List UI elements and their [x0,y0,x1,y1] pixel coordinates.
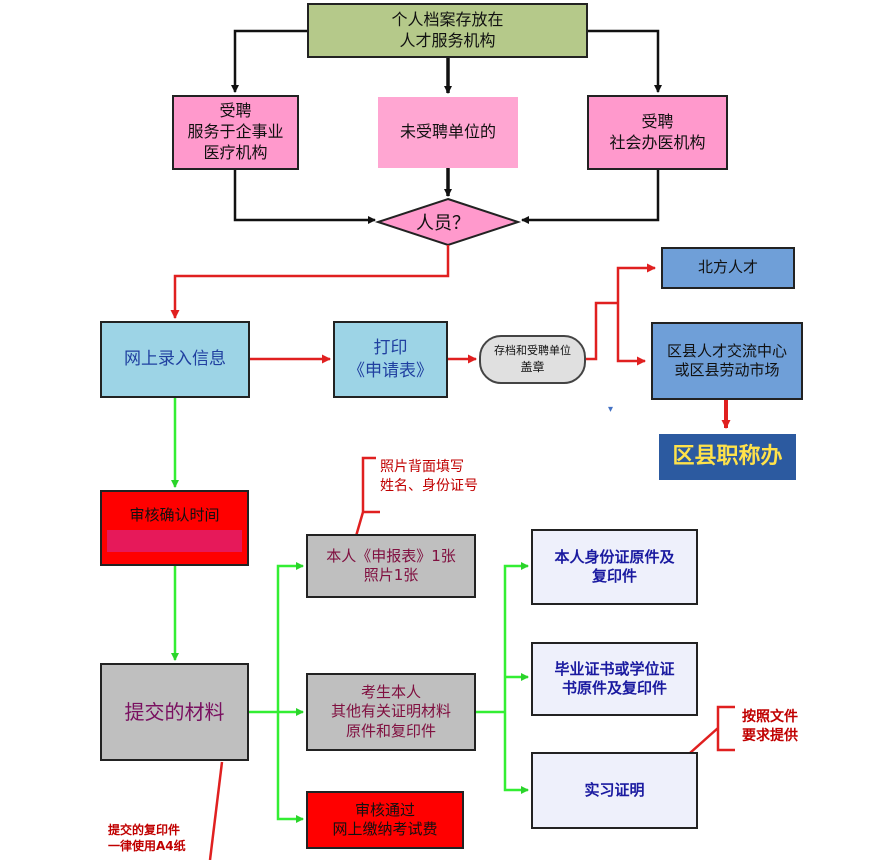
online-entry-node: 网上录入信息 [100,321,250,398]
other-docs-node: 考生本人 其他有关证明材料 原件和复印件 [306,673,476,751]
note-per-document-line-2: 要求提供 [742,727,798,744]
review-time-band [107,530,242,552]
note-a4-paper-line-2: 一律使用A4纸 [108,839,186,854]
hired-social-node: 受聘 社会办医机构 [587,95,728,170]
unhired-label: 未受聘单位的 [399,122,496,142]
id-card-line-1: 本人身份证原件及 [554,547,675,566]
online-entry-label: 网上录入信息 [124,349,226,370]
id-card-line-2: 复印件 [591,567,637,585]
title-office-label: 区县职称办 [672,443,783,469]
diploma-line-2: 书原件及复印件 [561,679,667,697]
form-photo-line-1: 本人《申报表》1张 [326,546,456,565]
note-per-document: 按照文件 要求提供 [742,708,798,746]
other-docs-line-1: 考生本人 [360,682,421,701]
form-photo-node: 本人《申报表》1张 照片1张 [306,534,476,598]
district-center-node: 区县人才交流中心 或区县劳动市场 [651,322,803,400]
hired-social-line-1: 受聘 [641,111,674,131]
edge-hired-enterprise-to-personnel [233,170,376,224]
review-pay-line-2: 网上缴纳考试费 [332,820,438,838]
dropdown-marker-icon: ▾ [608,404,614,415]
submit-materials-label: 提交的材料 [124,700,225,724]
note-photo-back-line-2: 姓名、身份证号 [380,477,478,494]
edge-archive-to-hired-enterprise [231,29,307,93]
form-photo-line-2: 照片1张 [363,566,419,584]
stamp-node: 存档和受聘单位 盖章 [479,335,586,384]
edge-branch-to-district-center [616,303,646,366]
note-per-document-line-1: 按照文件 [742,709,798,725]
edge-other-docs-to-internship [503,712,529,794]
review-pay-line-1: 审核通过 [354,800,415,819]
note-a4-paper-line-1: 提交的复印件 [108,823,181,837]
print-form-line-1: 打印 [373,338,408,359]
note-line-a4 [208,761,224,860]
other-docs-line-3: 原件和复印件 [345,721,436,740]
district-center-line-1: 区县人才交流中心 [666,341,787,360]
hired-enterprise-node: 受聘 服务于企事业 医疗机构 [172,95,299,170]
internship-label: 实习证明 [584,780,645,799]
unhired-node: 未受聘单位的 [378,97,518,168]
edge-hired-social-to-personnel [521,170,660,224]
other-docs-line-2: 其他有关证明材料 [330,702,451,721]
note-photo-back-line-1: 照片背面填写 [380,459,464,475]
edge-submit-to-review-pay [276,712,304,823]
print-form-line-2: 《申请表》 [348,360,433,381]
hired-enterprise-line-3: 医疗机构 [203,142,268,162]
hired-enterprise-line-2: 服务于企事业 [187,122,284,142]
hired-enterprise-line-1: 受聘 [219,101,252,121]
note-a4-paper: 提交的复印件 一律使用A4纸 [108,822,186,854]
archive-node: 个人档案存放在 人才服务机构 [307,3,588,58]
edge-branch-to-north-talent [616,263,656,303]
edge-personnel-to-online-entry [170,245,450,319]
print-form-node: 打印 《申请表》 [333,321,448,398]
personnel-label: 人员？ [416,213,470,234]
edge-submit-to-form [276,562,304,712]
internship-node: 实习证明 [531,752,698,829]
stamp-line-2: 盖章 [520,359,545,374]
id-card-node: 本人身份证原件及 复印件 [531,529,698,605]
title-office-node: 区县职称办 [659,434,796,480]
stamp-line-1: 存档和受聘单位 [494,343,571,357]
edge-stamp-branch [586,301,618,361]
archive-line-2: 人才服务机构 [399,30,496,50]
north-talent-label: 北方人才 [697,258,758,277]
diploma-line-1: 毕业证书或学位证 [554,659,675,678]
submit-materials-node: 提交的材料 [100,663,249,761]
edge-archive-to-hired-social [588,29,662,93]
review-time-node: 审核确认时间 [100,490,249,566]
archive-line-1: 个人档案存放在 [391,9,504,29]
diploma-node: 毕业证书或学位证 书原件及复印件 [531,642,698,716]
note-photo-back: 照片背面填写 姓名、身份证号 [380,458,478,496]
review-time-label: 审核确认时间 [129,506,220,524]
district-center-line-2: 或区县劳动市场 [674,361,780,379]
north-talent-node: 北方人才 [661,247,795,289]
review-pay-node: 审核通过 网上缴纳考试费 [306,791,464,849]
edge-other-docs-to-id [503,562,529,712]
hired-social-line-2: 社会办医机构 [609,132,706,152]
